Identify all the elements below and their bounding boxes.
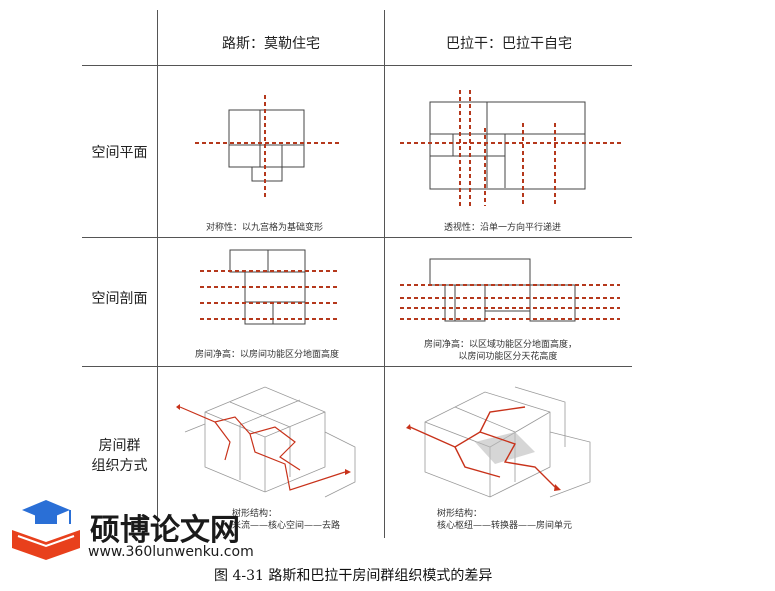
table-center-divider — [384, 10, 385, 538]
watermark-brand: 硕博论文网 — [90, 513, 240, 548]
loos-plan-diagram — [195, 95, 340, 198]
column-header-loos: 路斯：莫勒住宅 — [222, 36, 320, 52]
loos-section-caption: 房间净高：以房间功能区分地面高度 — [195, 350, 340, 360]
column-header-barragan: 巴拉干：巴拉干自宅 — [446, 36, 572, 52]
loos-plan-caption: 对称性：以九宫格为基础变形 — [206, 223, 324, 233]
figure-caption: 图 4-31 路斯和巴拉干房间群组织模式的差异 — [214, 568, 493, 584]
header-rule — [82, 65, 632, 66]
row-label-organization: 房间群 组织方式 — [91, 438, 148, 474]
table-left-divider — [157, 10, 158, 538]
row-label-section: 空间剖面 — [91, 291, 148, 307]
barragan-plan-diagram — [400, 90, 623, 206]
loos-organization-caption: 树形结构： 米流——核心空间——去路 — [232, 509, 341, 531]
barragan-plan-caption: 透视性：沿单一方向平行递进 — [444, 223, 562, 233]
watermark-url: www.360lunwenku.com — [88, 544, 254, 560]
watermark-logo-icon — [12, 500, 80, 560]
barragan-section-diagram — [400, 258, 620, 322]
row-label-plan: 空间平面 — [91, 145, 148, 161]
barragan-section-caption: 房间净高：以区域功能区分地面高度， 以房间功能区分天花高度 — [424, 340, 578, 362]
barragan-organization-caption: 树形结构： 核心枢纽——转换器——房间单元 — [437, 509, 573, 531]
barragan-organization-diagram — [406, 386, 591, 498]
row2-rule — [82, 366, 632, 367]
loos-section-diagram — [200, 249, 340, 325]
loos-organization-diagram — [176, 386, 356, 498]
row1-rule — [82, 237, 632, 238]
